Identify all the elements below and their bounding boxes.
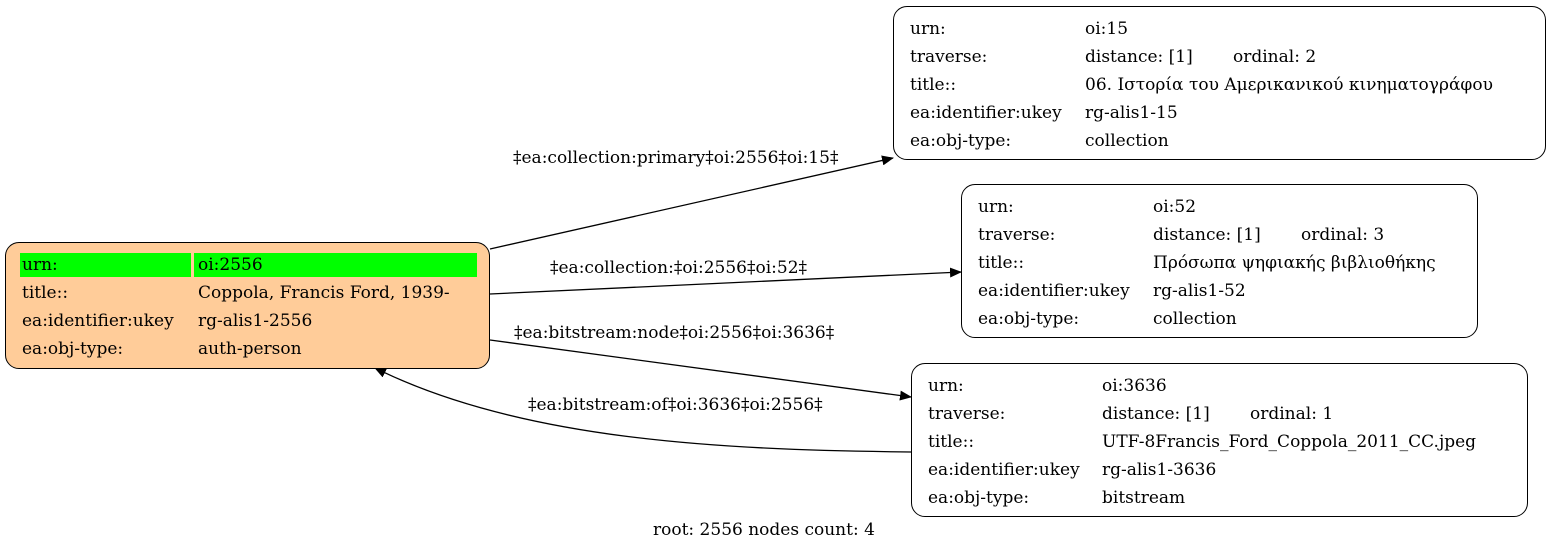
node-oi15[interactable]: urn: oi:15 traverse: distance: [1] ordin…	[893, 6, 1546, 160]
node-row-obj-type: ea:obj-type: bitstream	[912, 484, 1527, 512]
node-row-obj-type: ea:obj-type: collection	[962, 305, 1477, 333]
node-value: rg-alis1-3636	[1102, 460, 1217, 480]
urn-value-highlight	[194, 253, 477, 277]
graph-footer: root: 2556 nodes count: 4	[653, 520, 875, 540]
urn-key-highlight	[20, 253, 191, 277]
node-value: collection	[1153, 309, 1237, 329]
node-value: rg-alis1-2556	[198, 311, 313, 331]
traverse-ordinal: ordinal: 1	[1250, 404, 1334, 424]
node-row-urn: urn: oi:15	[894, 15, 1545, 43]
node-key: ea:identifier:ukey	[978, 281, 1130, 301]
edge-oi3636-to-root	[374, 367, 912, 453]
node-row-title: title:: UTF-8Francis_Ford_Coppola_2011_C…	[912, 428, 1527, 456]
node-root[interactable]: urn: oi:2556 title:: Coppola, Francis Fo…	[5, 242, 490, 369]
node-oi52[interactable]: urn: oi:52 traverse: distance: [1] ordin…	[961, 184, 1478, 338]
edge-root-to-oi3636	[489, 339, 912, 401]
node-row-urn: urn: oi:52	[962, 193, 1477, 221]
node-oi3636[interactable]: urn: oi:3636 traverse: distance: [1] ord…	[911, 363, 1528, 517]
traverse-ordinal: ordinal: 3	[1301, 225, 1385, 245]
node-key: traverse:	[910, 47, 988, 67]
node-row-ukey: ea:identifier:ukey rg-alis1-52	[962, 277, 1477, 305]
node-value: auth-person	[198, 339, 302, 359]
node-key: title::	[910, 75, 957, 95]
node-key: ea:identifier:ukey	[910, 103, 1062, 123]
node-key: ea:obj-type:	[978, 309, 1080, 329]
edge-label-back: ‡ea:bitstream:of‡oi:3636‡oi:2556‡	[528, 395, 823, 415]
node-value: oi:52	[1153, 197, 1197, 217]
node-row-ukey: ea:identifier:ukey rg-alis1-3636	[912, 456, 1527, 484]
edge-label-oi52: ‡ea:collection:‡oi:2556‡oi:52‡	[550, 258, 808, 278]
traverse-distance: distance: [1]	[1102, 404, 1210, 424]
node-key: urn:	[910, 19, 946, 39]
node-key: urn:	[978, 197, 1014, 217]
edge-label-oi3636: ‡ea:bitstream:node‡oi:2556‡oi:3636‡	[514, 323, 835, 343]
node-value: Πρόσωπα ψηφιακής βιβλιοθήκης	[1153, 253, 1436, 273]
node-row-urn: urn: oi:3636	[912, 372, 1527, 400]
node-value: 06. Ιστορία του Αμερικανικού κινηματογρά…	[1085, 75, 1493, 95]
node-row-title: title:: Πρόσωπα ψηφιακής βιβλιοθήκης	[962, 249, 1477, 277]
node-row-title: title:: 06. Ιστορία του Αμερικανικού κιν…	[894, 71, 1545, 99]
node-value: UTF-8Francis_Ford_Coppola_2011_CC.jpeg	[1102, 432, 1477, 452]
node-key: urn:	[22, 255, 58, 275]
node-row-urn: urn: oi:2556	[6, 251, 489, 279]
traverse-distance: distance: [1]	[1153, 225, 1261, 245]
node-key: traverse:	[928, 404, 1006, 424]
node-row-ukey: ea:identifier:ukey rg-alis1-15	[894, 99, 1545, 127]
node-value: collection	[1085, 131, 1169, 151]
edge-root-to-oi52	[489, 267, 962, 295]
edge-root-to-oi15	[489, 155, 894, 250]
node-row-traverse: traverse: distance: [1] ordinal: 3	[962, 221, 1477, 249]
node-row-traverse: traverse: distance: [1] ordinal: 2	[894, 43, 1545, 71]
node-value: rg-alis1-52	[1153, 281, 1246, 301]
node-key: title::	[978, 253, 1025, 273]
traverse-ordinal: ordinal: 2	[1233, 47, 1317, 67]
node-key: ea:obj-type:	[910, 131, 1012, 151]
node-row-obj-type: ea:obj-type: collection	[894, 127, 1545, 155]
node-value: oi:15	[1085, 19, 1129, 39]
edge-label-oi15: ‡ea:collection:primary‡oi:2556‡oi:15‡	[513, 148, 839, 168]
node-key: ea:obj-type:	[22, 339, 124, 359]
node-key: traverse:	[978, 225, 1056, 245]
node-row-title: title:: Coppola, Francis Ford, 1939-	[6, 279, 489, 307]
node-key: ea:identifier:ukey	[22, 311, 174, 331]
node-row-obj-type: ea:obj-type: auth-person	[6, 335, 489, 363]
node-row-ukey: ea:identifier:ukey rg-alis1-2556	[6, 307, 489, 335]
node-value: oi:3636	[1102, 376, 1167, 396]
node-value: oi:2556	[198, 255, 263, 275]
node-key: ea:identifier:ukey	[928, 460, 1080, 480]
node-value: bitstream	[1102, 488, 1186, 508]
node-key: title::	[22, 283, 69, 303]
node-key: title::	[928, 432, 975, 452]
node-key: urn:	[928, 376, 964, 396]
node-value: Coppola, Francis Ford, 1939-	[198, 283, 450, 303]
node-value: rg-alis1-15	[1085, 103, 1178, 123]
node-row-traverse: traverse: distance: [1] ordinal: 1	[912, 400, 1527, 428]
traverse-distance: distance: [1]	[1085, 47, 1193, 67]
node-key: ea:obj-type:	[928, 488, 1030, 508]
